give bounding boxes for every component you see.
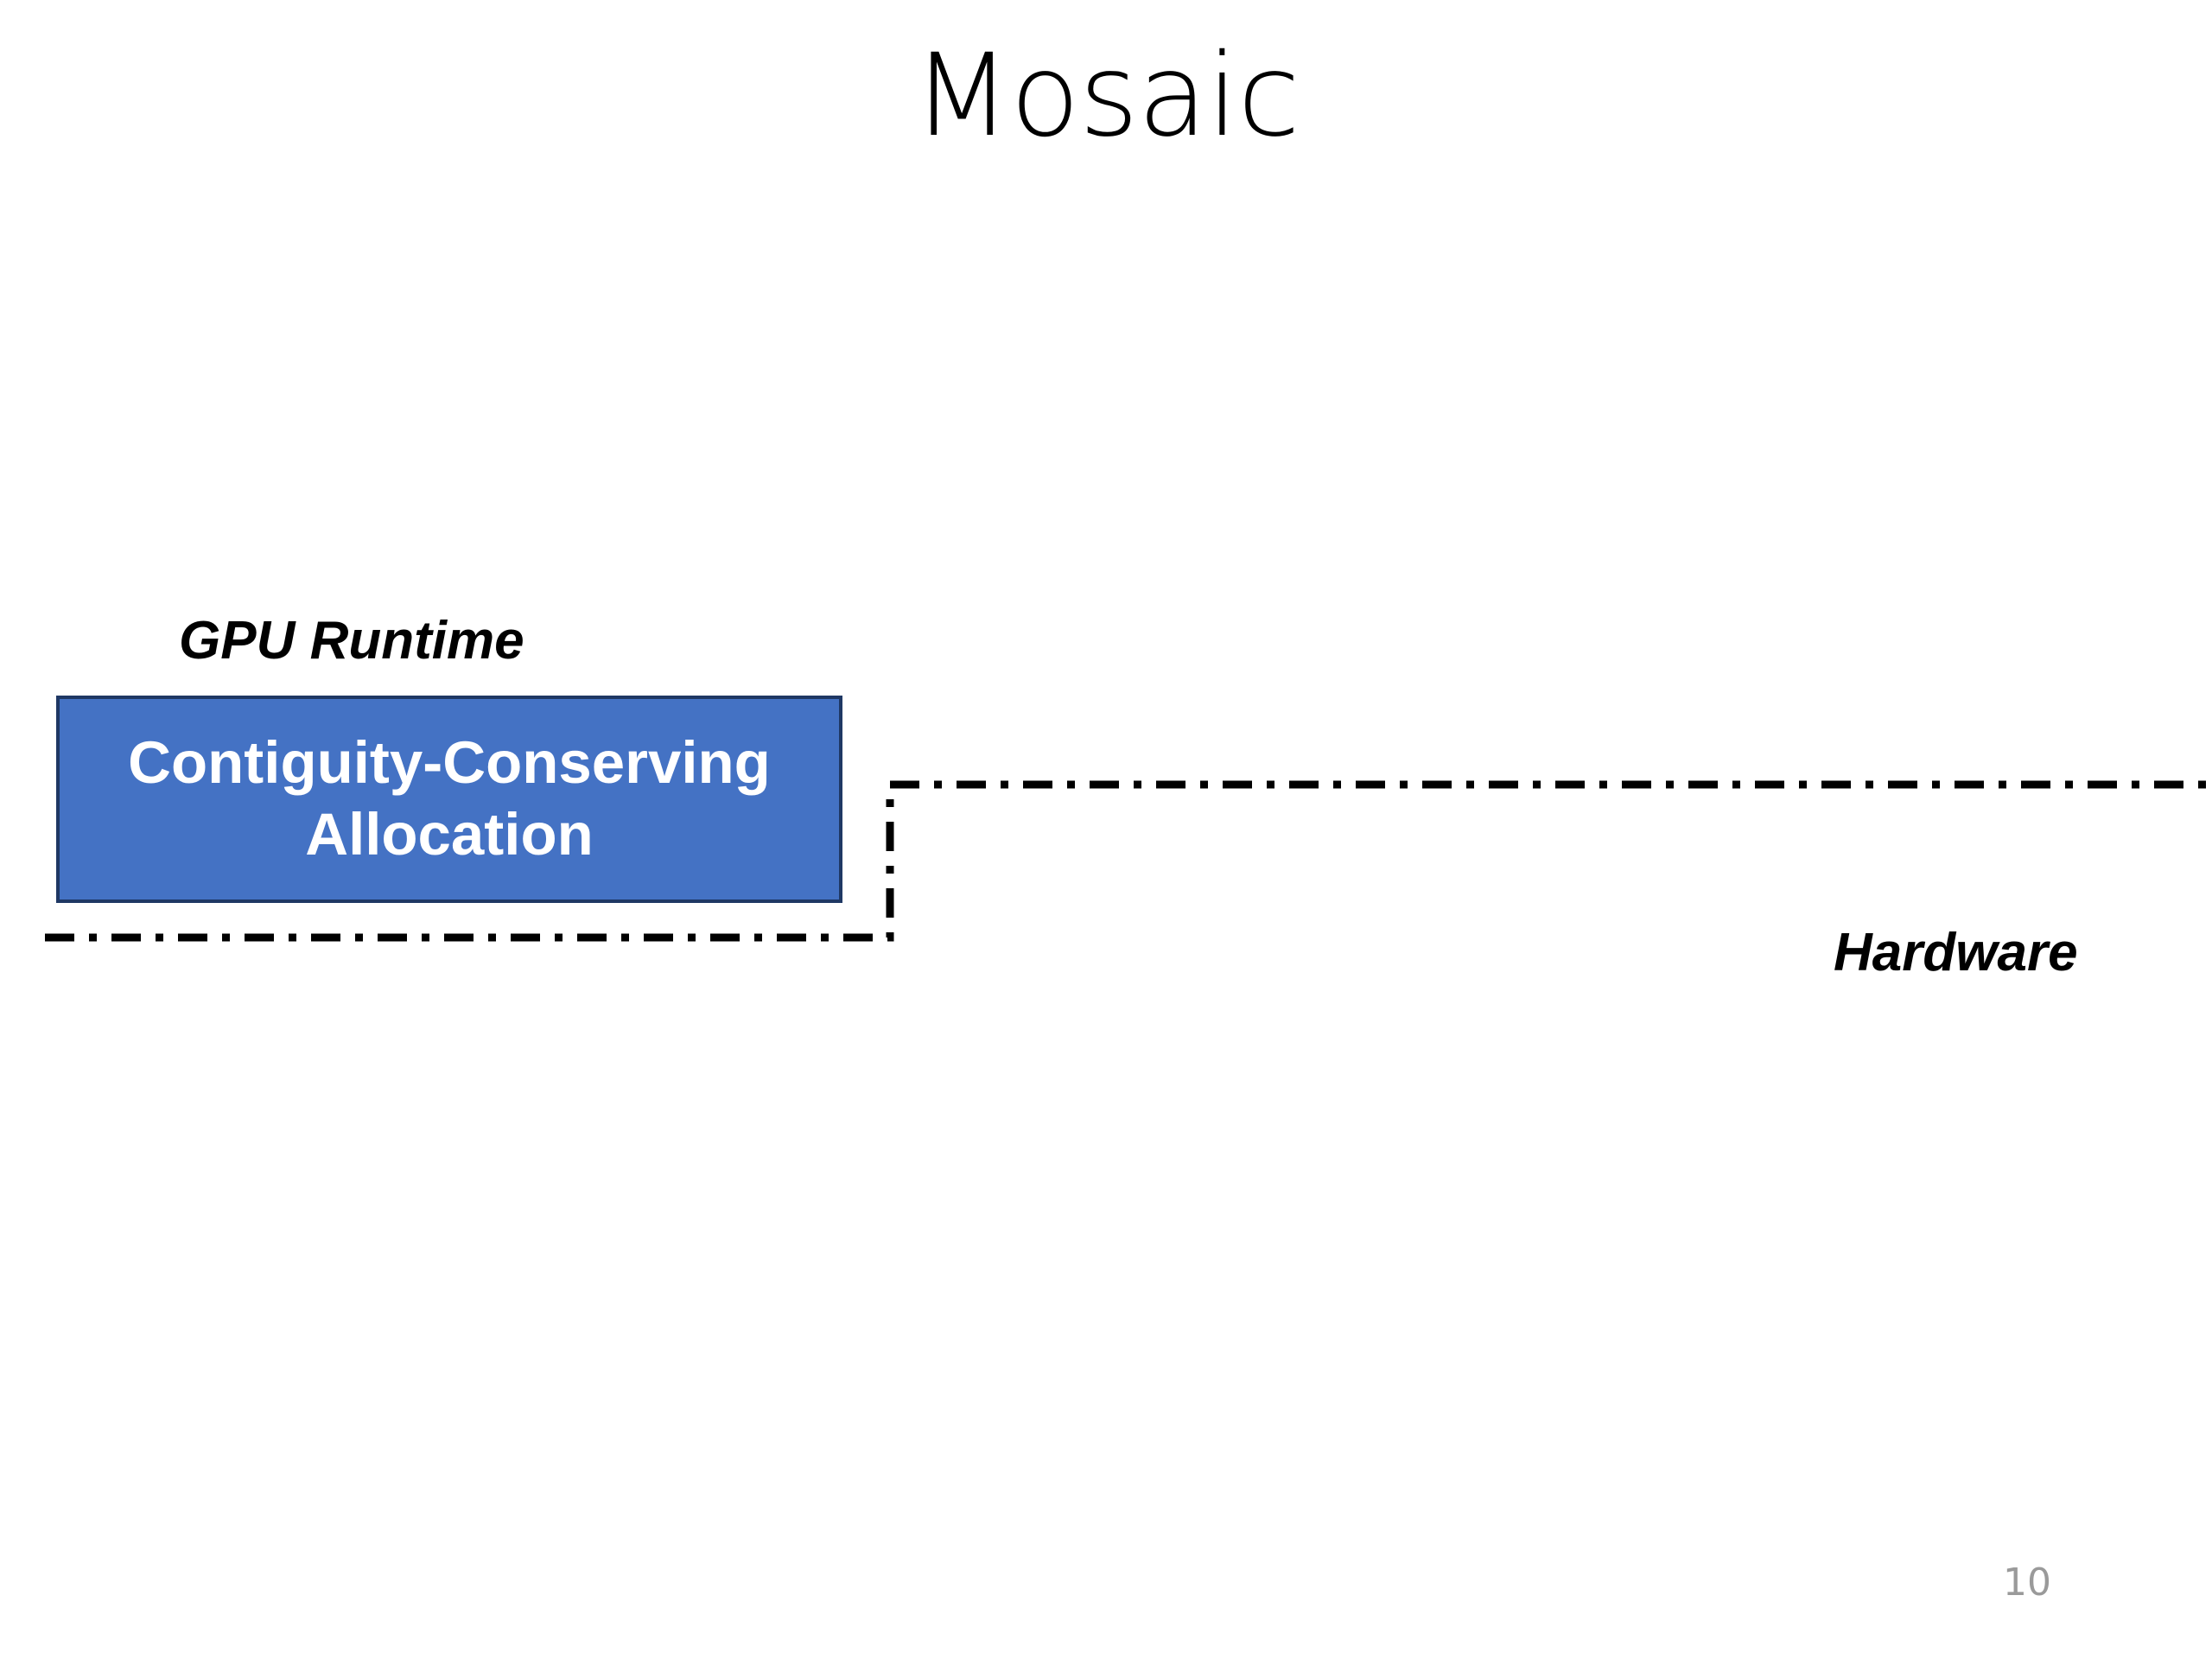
gpu-runtime-layer-label: GPU Runtime	[179, 611, 524, 671]
contiguity-conserving-allocation-box[interactable]: Contiguity-Conserving Allocation	[56, 696, 842, 903]
hardware-layer-label: Hardware	[1834, 923, 2078, 982]
page-title: Mosaic	[912, 29, 1300, 162]
contiguity-conserving-allocation-label: Contiguity-Conserving Allocation	[128, 729, 771, 868]
page-number: 10	[2003, 1560, 2051, 1605]
